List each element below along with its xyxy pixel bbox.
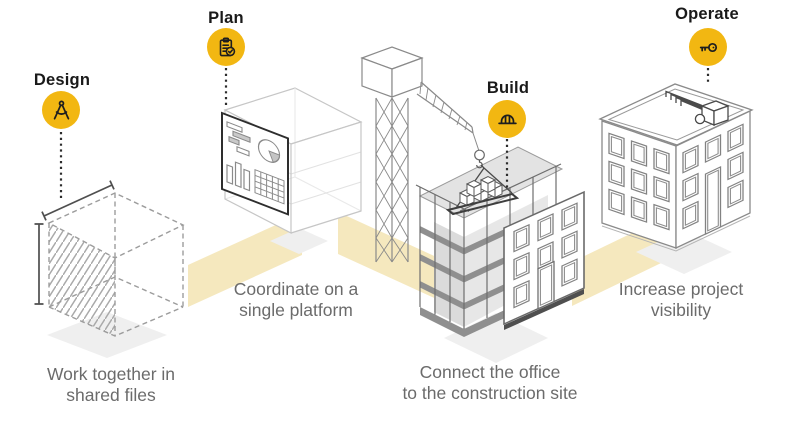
stage-title-plan: Plan [208,9,244,27]
construction-building [415,146,585,337]
stage-caption-operate: Increase project visibility [618,279,744,321]
dotted-connectors [59,68,710,198]
data-grid [254,168,285,205]
highlight-beam [188,213,302,307]
stage-title-operate: Operate [675,5,739,23]
stage-title-design: Design [33,71,91,89]
clipboard-check-icon [219,36,235,56]
counterweight [360,46,424,98]
rooftop-hvac-unit [665,90,730,126]
stage-caption-design: Work together in shared files [46,364,176,406]
bar-chart [226,161,251,192]
tower-crane [360,46,520,263]
crane-ball [474,149,485,161]
entrance-door [704,166,722,236]
ground-shadow [444,313,548,363]
hard-hat-icon [497,114,517,124]
operate-building [598,83,754,252]
brick-load [445,164,520,216]
load-platform [445,192,520,216]
stage-caption-plan: Coordinate on a single platform [233,279,359,321]
stage-caption-build: Connect the office to the construction s… [402,362,578,404]
stage-badge-design [42,91,80,129]
key-icon [699,42,717,52]
ground-shadow [270,228,328,254]
gantt-chart [226,121,251,157]
right-facade-windows [682,123,744,236]
design-cube [34,180,185,337]
pie-chart [257,139,281,163]
facade-door [537,260,555,310]
dashboard-panel [221,111,289,216]
roof [598,83,754,146]
crane-jib [416,81,474,134]
stage-badge-plan [207,28,245,66]
base-slab [504,289,584,330]
stage-title-build: Build [486,79,530,97]
facade-panel [503,190,585,326]
stage-badge-operate [689,28,727,66]
drafting-compass-icon [53,100,69,120]
dimension-lines [34,180,115,305]
stage-badge-build [488,100,526,138]
ground-shadow [47,312,167,358]
hatched-face [49,223,115,336]
